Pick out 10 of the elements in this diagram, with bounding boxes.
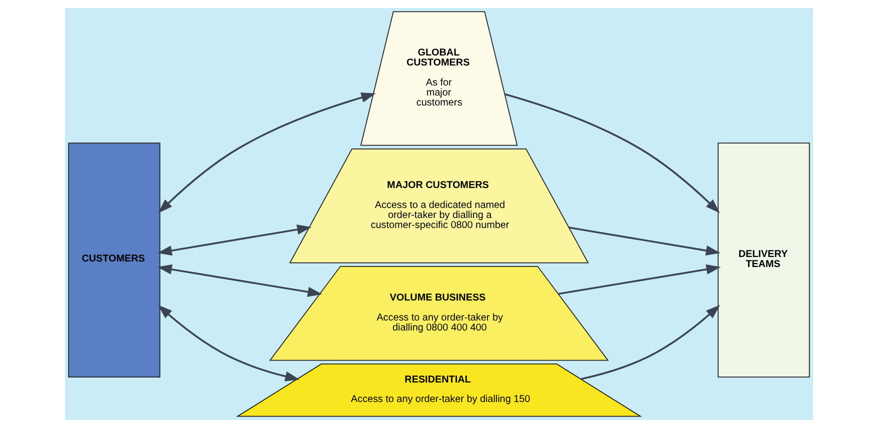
arrow xyxy=(156,224,312,256)
arrow xyxy=(568,226,720,256)
node-box: DELIVERY TEAMS xyxy=(717,142,810,378)
arrow xyxy=(504,93,720,214)
node-box: CUSTOMERS xyxy=(68,142,160,378)
arrow xyxy=(558,264,720,295)
arrow xyxy=(156,264,322,297)
arrow xyxy=(580,304,720,380)
arrow xyxy=(157,304,300,382)
arrow xyxy=(158,92,376,214)
